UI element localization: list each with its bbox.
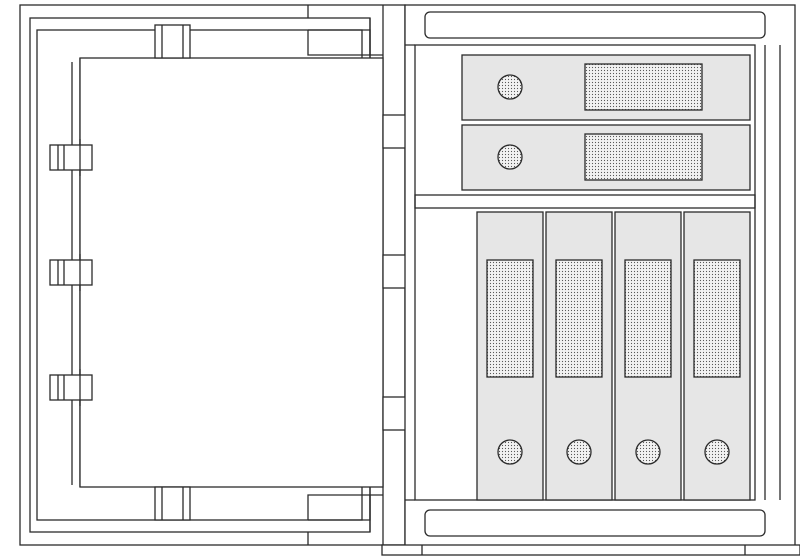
hinge xyxy=(49,369,93,406)
latch-bolt xyxy=(382,396,408,431)
binder xyxy=(614,211,682,501)
binder xyxy=(545,211,613,501)
hinge xyxy=(49,139,93,176)
latch-bolt xyxy=(382,114,408,149)
ring-hole-icon xyxy=(704,439,730,465)
binder xyxy=(683,211,751,501)
hinge-body xyxy=(49,259,93,286)
latch-bolts xyxy=(382,114,408,431)
binder-label xyxy=(555,259,603,378)
latch-bolt xyxy=(382,254,408,289)
binder-label xyxy=(584,63,703,111)
ring-hole-icon xyxy=(566,439,592,465)
door-panel xyxy=(79,57,384,488)
binder xyxy=(461,124,751,191)
binder-label xyxy=(693,259,741,378)
ring-hole-icon xyxy=(635,439,661,465)
vertical-binders xyxy=(476,211,751,501)
hinge-detail xyxy=(57,369,81,406)
hinge-detail xyxy=(57,254,81,291)
binder-label xyxy=(486,259,534,378)
door-pins xyxy=(154,24,191,521)
door-hinges xyxy=(49,139,93,406)
ring-hole-icon xyxy=(497,144,523,170)
binder xyxy=(461,54,751,121)
hinge-body xyxy=(49,374,93,401)
binder-label xyxy=(584,133,703,181)
ring-hole-icon xyxy=(497,439,523,465)
hinge-body xyxy=(49,144,93,171)
hinge xyxy=(49,254,93,291)
horizontal-binders xyxy=(461,54,751,191)
binder-label xyxy=(624,259,672,378)
binder xyxy=(476,211,544,501)
ring-hole-icon xyxy=(497,74,523,100)
hinge-detail xyxy=(57,139,81,176)
